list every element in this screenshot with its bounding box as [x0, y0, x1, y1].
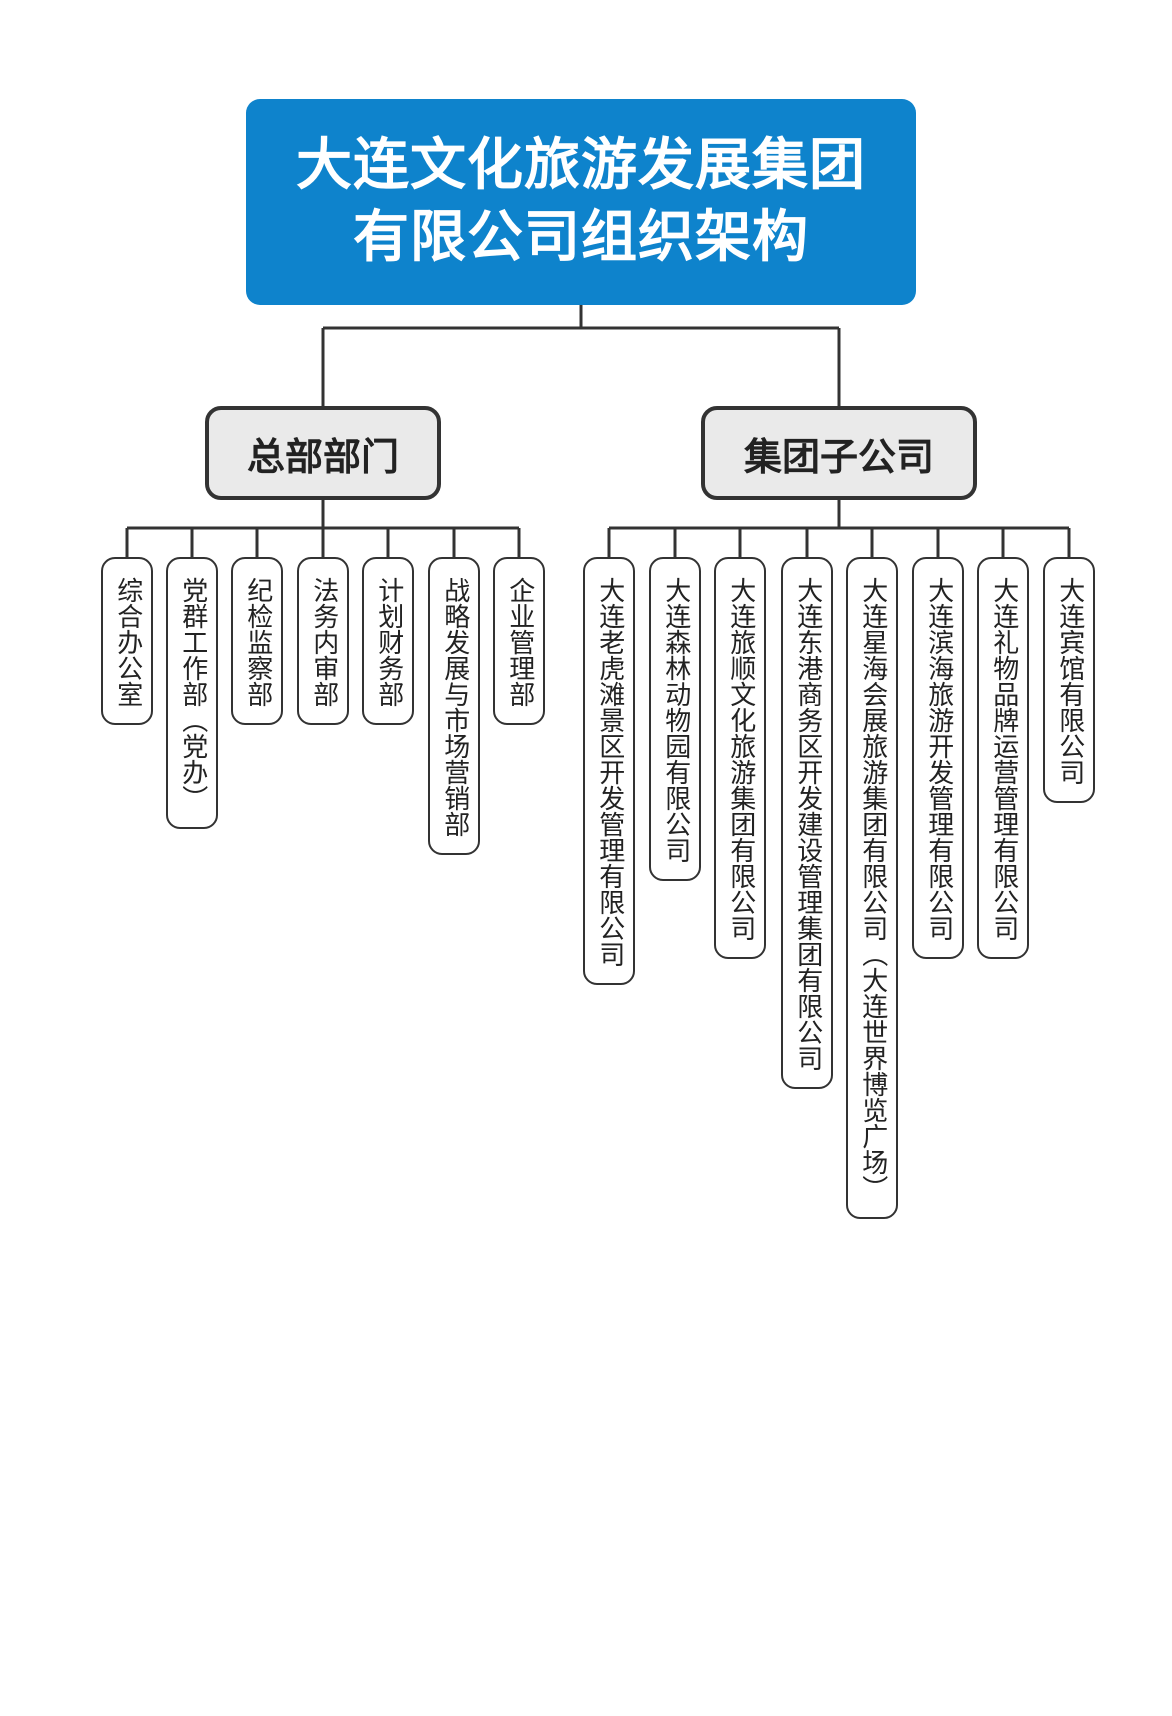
subsidiary-node: 大连宾馆有限公司 [1043, 557, 1095, 803]
subsidiary-node: 大连星海会展旅游集团有限公司（大连世界博览广场） [846, 557, 898, 1219]
dept-node: 综合办公室 [101, 557, 153, 725]
title-line-1: 大连文化旅游发展集团 [296, 133, 866, 198]
dept-node: 党群工作部（党办） [166, 557, 218, 829]
subsidiary-node: 大连老虎滩景区开发管理有限公司 [583, 557, 635, 985]
category-subsidiaries: 集团子公司 [701, 406, 977, 500]
subsidiary-node: 大连礼物品牌运营管理有限公司 [977, 557, 1029, 959]
dept-node: 计划财务部 [362, 557, 414, 725]
dept-node: 纪检监察部 [231, 557, 283, 725]
subsidiary-node: 大连东港商务区开发建设管理集团有限公司 [781, 557, 833, 1089]
dept-node: 法务内审部 [297, 557, 349, 725]
dept-node: 企业管理部 [493, 557, 545, 725]
subsidiary-node: 大连滨海旅游开发管理有限公司 [912, 557, 964, 959]
subsidiary-node: 大连森林动物园有限公司 [649, 557, 701, 881]
subsidiary-node: 大连旅顺文化旅游集团有限公司 [714, 557, 766, 959]
category-label: 总部部门 [246, 434, 399, 479]
category-label: 集团子公司 [743, 434, 934, 479]
category-headquarters: 总部部门 [205, 406, 441, 500]
org-chart-title: 大连文化旅游发展集团 有限公司组织架构 [246, 99, 916, 305]
title-line-2: 有限公司组织架构 [353, 205, 809, 270]
dept-node: 战略发展与市场营销部 [428, 557, 480, 855]
